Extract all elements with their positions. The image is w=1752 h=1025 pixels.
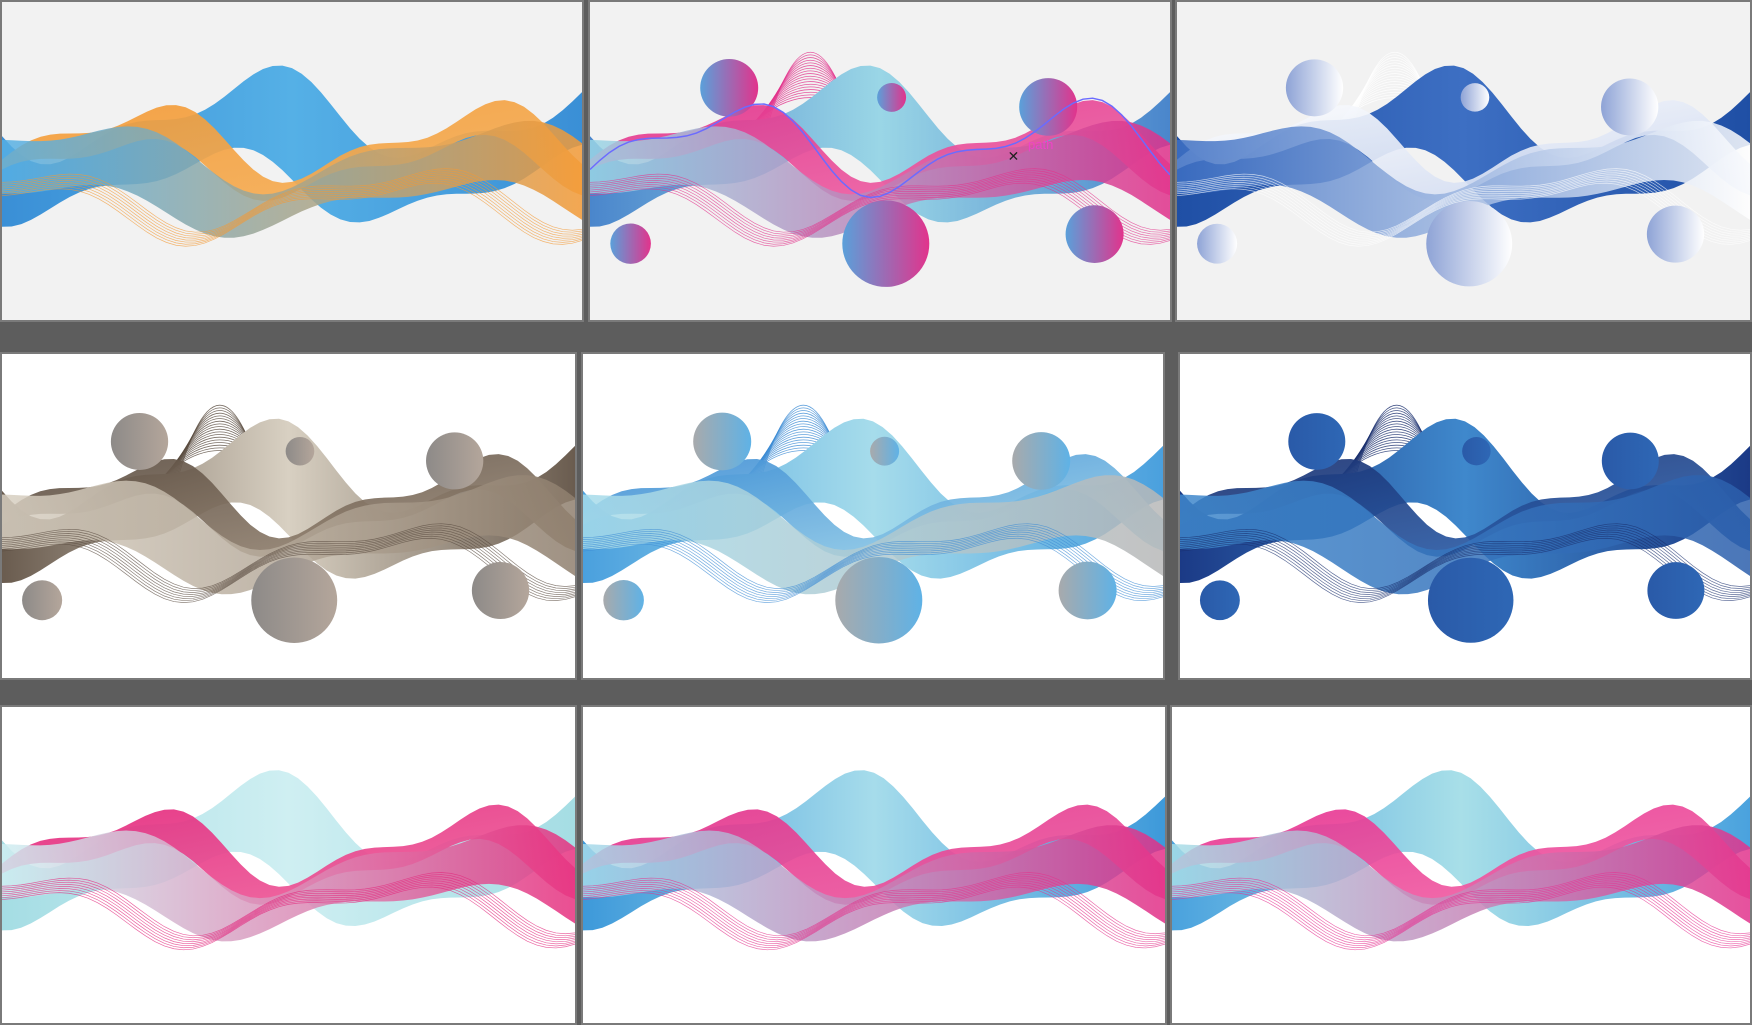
wave-ribbon-accent [2,804,575,905]
wave-artwork [2,65,582,247]
decorative-circle [251,557,338,643]
decorative-circle [1462,437,1491,466]
decorative-circle [1197,223,1238,264]
wave-lines [583,872,1165,951]
decorative-circle [471,562,530,620]
wave-artwork [1172,770,1750,951]
decorative-circle [1647,562,1705,619]
wave-ribbon-front [2,120,582,238]
wave-lines [1180,523,1750,603]
artboard-1[interactable] [0,0,584,322]
decorative-circle [693,412,752,471]
wave-ribbon-front [583,825,1165,942]
wave-artwork: ✕ [590,52,1170,287]
decorative-circle [1426,200,1513,287]
wave-artwork [2,405,575,643]
wave-ribbon-accent [590,100,1170,201]
wave-artwork [583,770,1165,951]
wave-ribbon-accent [2,454,575,557]
decorative-circle [877,82,907,112]
decorative-circle [1065,205,1124,263]
decorative-circle [22,580,63,621]
wave-ribbon-front [1177,120,1750,238]
wave-ribbon-front [1180,475,1750,595]
wave-ribbon-accent [1177,100,1750,201]
wave-lines [2,523,575,603]
artboard-5[interactable] [581,352,1165,680]
wave-artwork [1177,52,1750,287]
wave-artwork [1180,405,1750,643]
cursor-icon: ✕ [1008,149,1020,165]
artboard-2[interactable]: ✕path [588,0,1172,322]
decorative-circle [1601,78,1659,136]
wave-ribbon-accent [1180,454,1750,557]
wave-ribbon-front [2,475,575,595]
wave-ribbon-accent [583,804,1165,905]
wave-ribbon-accent [2,100,582,201]
wave-lines [583,523,1163,603]
wave-ribbon-accent [583,454,1163,557]
decorative-circle [700,59,759,117]
selected-path-outline [590,97,1170,199]
decorative-circle [1199,580,1240,621]
decorative-circle [835,556,923,644]
decorative-circle [1460,83,1490,112]
artboard-3[interactable] [1175,0,1752,322]
decorative-circle [870,436,900,466]
wave-artwork [583,405,1163,644]
wave-ribbon-front [2,825,575,942]
wave-lines [1172,872,1750,951]
decorative-circle [285,436,315,466]
decorative-circle [603,580,644,621]
decorative-circle [1427,557,1514,643]
wave-artwork [2,770,575,951]
decorative-circle [110,412,169,470]
decorative-circle [1646,205,1705,263]
artboard-4[interactable] [0,352,577,680]
decorative-circle [842,200,930,287]
wave-lines [2,872,575,951]
decorative-circle [1012,432,1071,490]
decorative-circle [610,223,651,264]
wave-lines [590,168,1170,247]
artboard-9[interactable] [1170,705,1752,1025]
wave-ribbon-front [583,475,1163,595]
decorative-circle [1019,78,1078,136]
artboard-7[interactable] [0,705,577,1025]
wave-ribbon-front [1172,825,1750,942]
wave-lines [2,168,582,247]
wave-lines [1177,168,1750,247]
wave-ribbon-front [590,120,1170,238]
decorative-circle [1058,561,1117,620]
decorative-circle [1285,59,1344,117]
wave-ribbon-accent [1172,804,1750,905]
decorative-circle [1601,432,1659,490]
artboard-8[interactable] [581,705,1167,1025]
decorative-circle [1288,413,1346,470]
decorative-circle [426,432,484,490]
artboard-6[interactable] [1178,352,1752,680]
